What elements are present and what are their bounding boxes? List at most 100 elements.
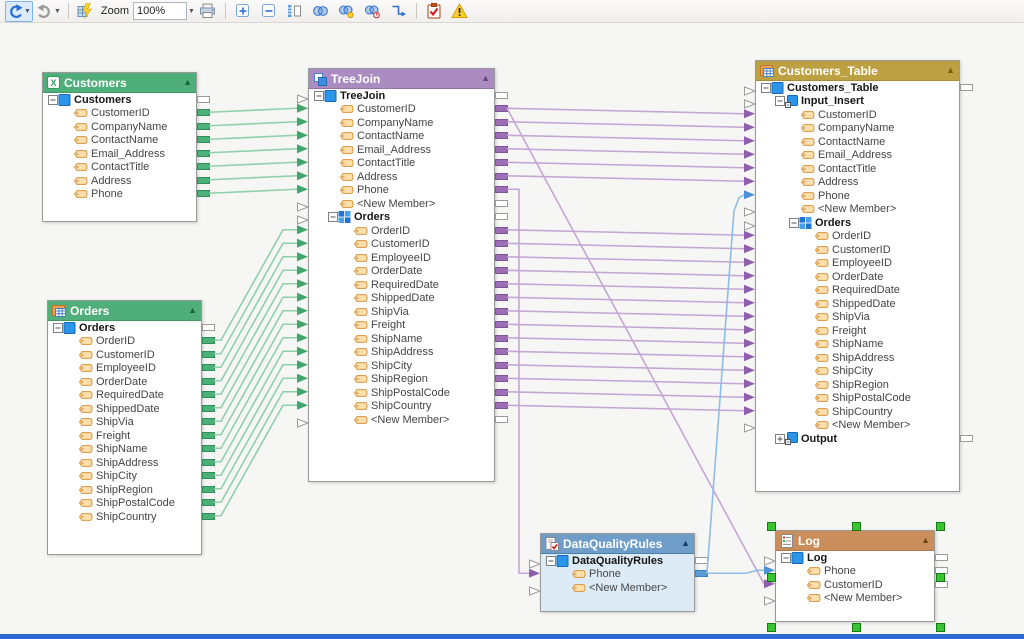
field-row[interactable]: ShipRegion (756, 378, 959, 392)
field-row[interactable]: ShipVia (756, 311, 959, 325)
field-row[interactable]: OrderID (756, 230, 959, 244)
collapse-triangle-icon[interactable]: ▲ (946, 65, 955, 75)
field-row[interactable]: <New Member> (309, 413, 494, 427)
input-connector[interactable] (764, 553, 777, 571)
output-connector[interactable] (197, 122, 210, 130)
input-connector[interactable] (297, 91, 310, 109)
connection-line[interactable] (506, 161, 745, 169)
output-connector[interactable] (197, 136, 210, 144)
connection-line[interactable] (506, 174, 745, 183)
field-row[interactable]: ShipRegion (48, 483, 201, 497)
show-warnings-button[interactable] (448, 1, 472, 22)
output-connector[interactable] (202, 512, 215, 520)
field-row[interactable]: Orders (756, 216, 959, 230)
field-row[interactable]: ShippedDate (309, 292, 494, 306)
field-row[interactable]: ContactName (43, 134, 196, 148)
field-row[interactable]: CustomerID (309, 103, 494, 117)
field-row[interactable]: Phone (309, 184, 494, 198)
output-connector[interactable] (495, 253, 508, 261)
smart-connect-button[interactable] (361, 1, 385, 22)
insert-function-button[interactable] (74, 1, 98, 22)
connection-line[interactable] (506, 323, 745, 331)
undo-dropdown-caret[interactable]: ▼ (24, 7, 31, 15)
connection-line[interactable] (506, 336, 745, 345)
connection-line[interactable] (214, 377, 297, 490)
field-row[interactable]: Phone (756, 189, 959, 203)
connection-line[interactable] (214, 228, 297, 342)
output-connector[interactable] (495, 375, 508, 383)
connection-line[interactable] (506, 363, 745, 372)
field-row[interactable]: OrderDate (48, 375, 201, 389)
redo-dropdown-caret[interactable]: ▼ (53, 7, 61, 15)
field-row[interactable]: ShipRegion (309, 373, 494, 387)
connection-line[interactable] (506, 107, 745, 115)
field-row[interactable]: EmployeeID (48, 362, 201, 376)
connection-line[interactable] (214, 242, 297, 355)
field-row[interactable]: ShipAddress (48, 456, 201, 470)
output-connector[interactable] (202, 404, 215, 412)
toggle-connection-style-button[interactable] (387, 1, 411, 22)
field-row[interactable]: EmployeeID (309, 251, 494, 265)
field-row[interactable]: DataQualityRules (541, 554, 694, 568)
zoom-select[interactable]: 100% (133, 2, 187, 20)
output-connector[interactable] (495, 145, 508, 153)
output-connector[interactable] (202, 323, 215, 331)
connection-line[interactable] (506, 107, 765, 585)
selection-handle[interactable] (852, 522, 861, 531)
connection-line[interactable] (506, 390, 745, 399)
component-header[interactable]: TreeJoin▲ (309, 69, 494, 89)
connection-line[interactable] (214, 269, 297, 382)
input-connector[interactable] (744, 96, 757, 114)
selection-handle[interactable] (936, 522, 945, 531)
field-row[interactable]: Customers (43, 93, 196, 107)
output-connector[interactable] (495, 361, 508, 369)
component-header[interactable]: Log▲ (776, 531, 934, 551)
field-row[interactable]: CustomerID (756, 243, 959, 257)
field-row[interactable]: Freight (309, 319, 494, 333)
connection-line[interactable] (214, 350, 297, 463)
output-connector[interactable] (197, 149, 210, 157)
field-row[interactable]: CompanyName (756, 122, 959, 136)
field-row[interactable]: ShipVia (309, 305, 494, 319)
field-row[interactable]: Address (756, 176, 959, 190)
field-row[interactable]: ShipName (48, 443, 201, 457)
connect-matching-settings-button[interactable] (335, 1, 359, 22)
connection-line[interactable] (706, 194, 745, 574)
field-row[interactable]: Output (756, 432, 959, 446)
collapse-triangle-icon[interactable]: ▲ (188, 305, 197, 315)
output-connector[interactable] (495, 280, 508, 288)
field-row[interactable]: ContactTitle (43, 161, 196, 175)
output-connector[interactable] (202, 350, 215, 358)
output-connector[interactable] (495, 294, 508, 302)
validate-mapping-button[interactable] (422, 1, 446, 22)
selection-handle[interactable] (767, 623, 776, 632)
field-row[interactable]: ContactName (756, 135, 959, 149)
field-row[interactable]: RequiredDate (48, 389, 201, 403)
connection-line[interactable] (214, 336, 297, 450)
field-row[interactable]: ContactName (309, 130, 494, 144)
collapse-triangle-icon[interactable]: ▲ (183, 77, 192, 87)
expander-icon[interactable] (48, 94, 58, 105)
connection-line[interactable] (208, 107, 298, 114)
connection-line[interactable] (214, 282, 297, 396)
field-row[interactable]: ShipCity (756, 365, 959, 379)
output-connector[interactable] (495, 132, 508, 140)
field-row[interactable]: ShipPostalCode (756, 392, 959, 406)
output-connector[interactable] (197, 176, 210, 184)
field-row[interactable]: ShipCity (309, 359, 494, 373)
output-connector[interactable] (202, 472, 215, 480)
field-row[interactable]: Freight (48, 429, 201, 443)
connection-line[interactable] (214, 363, 297, 477)
field-row[interactable]: Address (309, 170, 494, 184)
field-row[interactable]: Phone (541, 568, 694, 582)
output-connector[interactable] (197, 95, 210, 103)
output-connector[interactable] (202, 499, 215, 507)
output-connector[interactable] (495, 334, 508, 342)
field-row[interactable]: ContactTitle (309, 157, 494, 171)
expander-icon[interactable] (314, 90, 324, 101)
input-connector[interactable] (764, 593, 777, 611)
field-row[interactable]: ShipCountry (309, 400, 494, 414)
